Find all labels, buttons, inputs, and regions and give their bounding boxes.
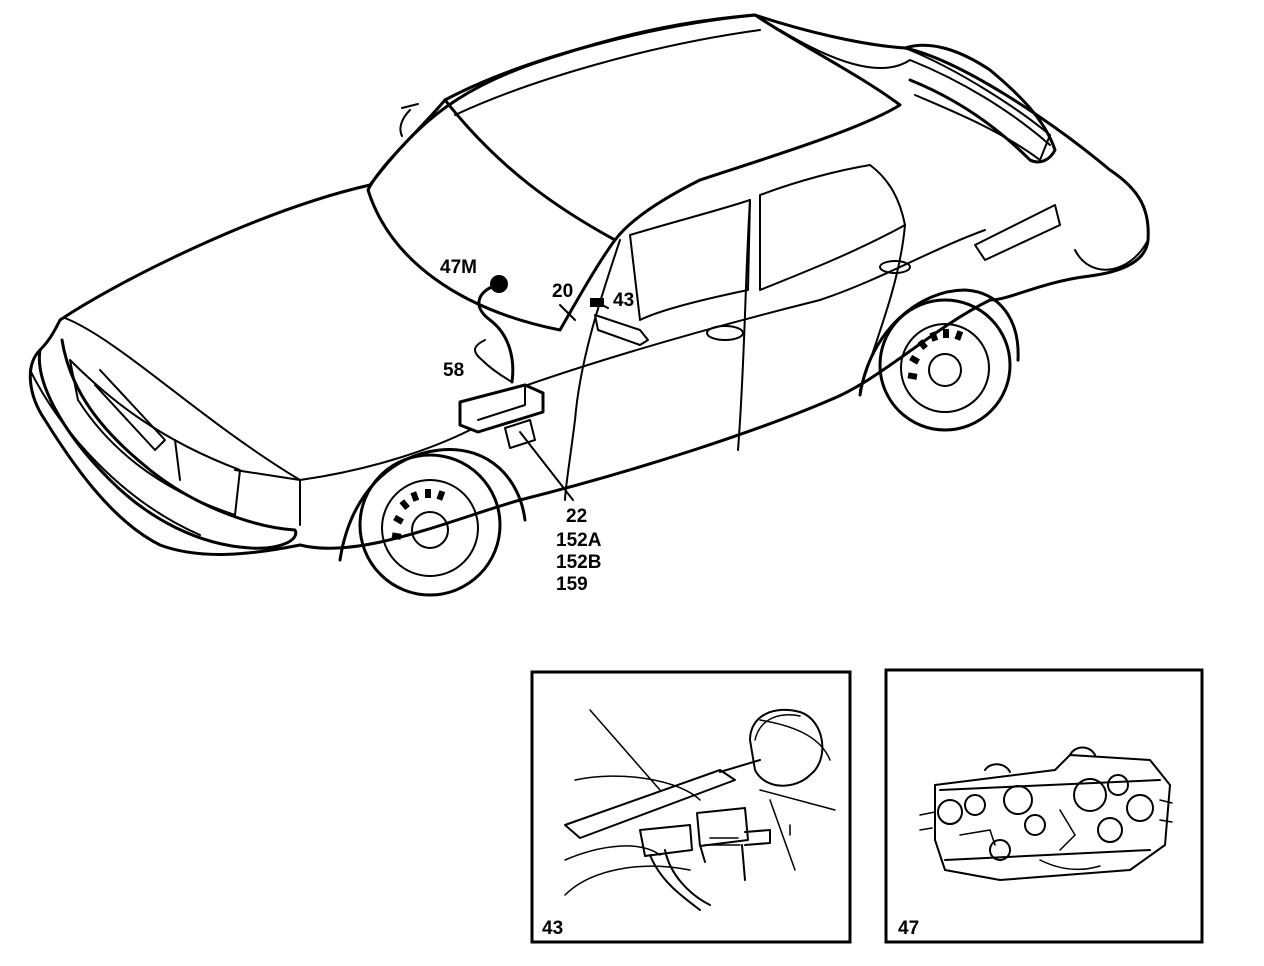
callout-20: 20	[552, 281, 573, 302]
inset-47-label: 47	[898, 918, 919, 939]
windshield	[366, 98, 617, 332]
wire-58	[474, 339, 513, 383]
callout-22: 22	[566, 506, 587, 527]
inset-47-drawing	[919, 746, 1173, 881]
inset-43-drawing	[564, 708, 836, 911]
rear-side-window	[759, 164, 906, 291]
callout-152b: 152B	[556, 552, 601, 573]
roof	[443, 13, 902, 242]
car-body-outline	[28, 13, 1150, 556]
inset-43-label: 43	[542, 918, 563, 939]
headlight	[69, 359, 241, 516]
connector-47m	[490, 275, 508, 293]
callout-152a: 152A	[556, 530, 602, 551]
connector-43	[590, 298, 604, 307]
front-side-window	[629, 199, 751, 321]
rear-spoiler	[903, 43, 1057, 164]
front-wheel	[338, 448, 527, 597]
wire-47m	[477, 283, 515, 384]
inset-43: 43	[530, 670, 852, 944]
callout-58: 58	[443, 360, 464, 381]
car-illustration	[28, 13, 1150, 597]
leader-line-22	[519, 431, 574, 501]
callout-159: 159	[556, 574, 588, 595]
front-bumper	[37, 338, 298, 550]
callout-47m: 47M	[440, 257, 477, 278]
callout-43: 43	[613, 290, 634, 311]
rear-wheel	[858, 288, 1020, 432]
inset-47: 47	[884, 668, 1204, 944]
